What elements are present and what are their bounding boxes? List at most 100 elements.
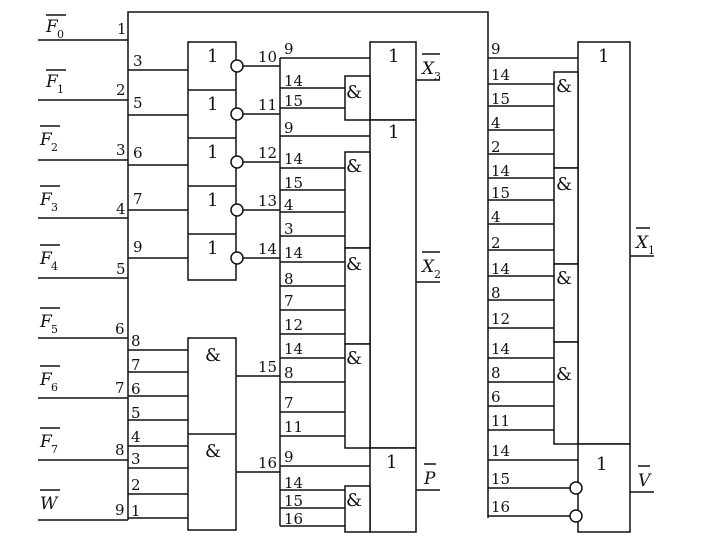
or-gate-outputs: 10 11 12 13 14 (243, 48, 280, 259)
svg-text:2: 2 (131, 476, 141, 494)
svg-text:14: 14 (284, 244, 303, 262)
input-f0: F 0 1 (45, 14, 127, 41)
svg-text:&: & (556, 174, 572, 195)
svg-text:0: 0 (57, 28, 64, 41)
pin-label: 7 (115, 379, 125, 397)
svg-text:15: 15 (284, 492, 303, 510)
svg-text:4: 4 (491, 208, 501, 226)
or-gate-symbol: 1 (207, 238, 218, 259)
svg-text:14: 14 (258, 240, 277, 258)
svg-text:16: 16 (284, 510, 303, 528)
pin-label: 5 (116, 260, 126, 278)
input-wires (38, 39, 128, 521)
svg-text:3: 3 (284, 220, 294, 238)
svg-text:F: F (39, 432, 53, 452)
svg-text:14: 14 (491, 340, 510, 358)
output-x3: X (420, 59, 435, 79)
svg-text:9: 9 (284, 40, 294, 58)
svg-text:3: 3 (51, 201, 58, 214)
and-gate-column: & & 15 16 (187, 337, 280, 531)
svg-text:8: 8 (131, 332, 141, 350)
input-f5: F 5 6 (39, 307, 125, 338)
svg-text:15: 15 (491, 184, 510, 202)
svg-text:&: & (556, 364, 572, 385)
svg-text:W: W (40, 494, 59, 514)
svg-text:14: 14 (284, 150, 303, 168)
svg-text:&: & (346, 348, 362, 369)
svg-text:1: 1 (598, 46, 609, 67)
svg-text:15: 15 (491, 90, 510, 108)
svg-text:13: 13 (258, 192, 277, 210)
or-gate-inputs: 3 5 6 7 9 (128, 52, 188, 259)
svg-text:1: 1 (131, 502, 141, 520)
svg-text:8: 8 (491, 364, 501, 382)
and-gate-inputs: 8 7 6 5 4 3 2 1 (128, 332, 188, 520)
output-x1: X (634, 233, 649, 253)
x2-gate: 1 & & & 9 14 15 4 3 14 8 7 12 14 8 7 11 … (280, 119, 441, 449)
svg-text:5: 5 (51, 323, 58, 336)
svg-text:10: 10 (258, 48, 277, 66)
svg-text:15: 15 (284, 92, 303, 110)
svg-text:F: F (45, 17, 59, 37)
svg-text:15: 15 (491, 470, 510, 488)
svg-text:1: 1 (596, 454, 607, 475)
svg-text:6: 6 (131, 380, 141, 398)
svg-text:&: & (346, 82, 362, 103)
or-gate-symbol: 1 (207, 142, 218, 163)
pin-label: 9 (115, 501, 125, 519)
pin-label: 8 (115, 441, 125, 459)
or-gate-column: 1 1 1 1 1 (187, 41, 244, 281)
svg-text:1: 1 (388, 46, 399, 67)
svg-text:&: & (556, 76, 572, 97)
svg-text:F: F (39, 370, 53, 390)
svg-text:6: 6 (133, 144, 143, 162)
svg-text:9: 9 (491, 40, 501, 58)
svg-text:14: 14 (491, 162, 510, 180)
svg-text:7: 7 (284, 292, 294, 310)
or-gate-symbol: 1 (207, 190, 218, 211)
svg-text:2: 2 (491, 234, 501, 252)
pin-label: 4 (116, 200, 126, 218)
pin-label: 3 (116, 141, 126, 159)
svg-text:7: 7 (284, 394, 294, 412)
input-f4: F 4 5 (39, 244, 126, 278)
pin-label: 2 (116, 81, 126, 99)
svg-text:16: 16 (258, 454, 277, 472)
svg-text:4: 4 (284, 196, 294, 214)
svg-text:1: 1 (57, 83, 64, 96)
and-gate-symbol: & (205, 345, 221, 366)
svg-text:9: 9 (133, 238, 143, 256)
input-f1: F 1 2 (45, 69, 126, 99)
or-gate-symbol: 1 (207, 46, 218, 67)
svg-text:3: 3 (133, 52, 143, 70)
svg-text:3: 3 (434, 70, 441, 83)
pin-label: 6 (115, 320, 125, 338)
svg-text:11: 11 (491, 412, 510, 430)
left-bus (127, 11, 489, 520)
svg-text:&: & (346, 490, 362, 511)
svg-text:14: 14 (284, 72, 303, 90)
svg-text:1: 1 (648, 244, 655, 257)
v-gate: 1 14 15 16 V (488, 442, 654, 533)
output-p: P (423, 469, 436, 489)
input-f7: F 7 8 (39, 427, 125, 459)
svg-text:F: F (39, 130, 53, 150)
svg-text:5: 5 (133, 94, 143, 112)
x3-gate: 1 & 9 14 15 X 3 (280, 40, 441, 121)
svg-text:8: 8 (284, 364, 294, 382)
svg-text:7: 7 (133, 190, 143, 208)
svg-text:11: 11 (284, 418, 303, 436)
input-w: W 9 (40, 489, 125, 519)
svg-text:1: 1 (386, 452, 397, 473)
svg-text:7: 7 (131, 356, 141, 374)
svg-text:4: 4 (491, 114, 501, 132)
svg-text:6: 6 (51, 381, 58, 394)
svg-text:12: 12 (284, 316, 303, 334)
svg-text:11: 11 (258, 96, 277, 114)
svg-text:4: 4 (51, 260, 58, 273)
svg-text:16: 16 (491, 498, 510, 516)
svg-text:15: 15 (258, 358, 277, 376)
svg-text:2: 2 (51, 141, 58, 154)
svg-text:F: F (39, 249, 53, 269)
